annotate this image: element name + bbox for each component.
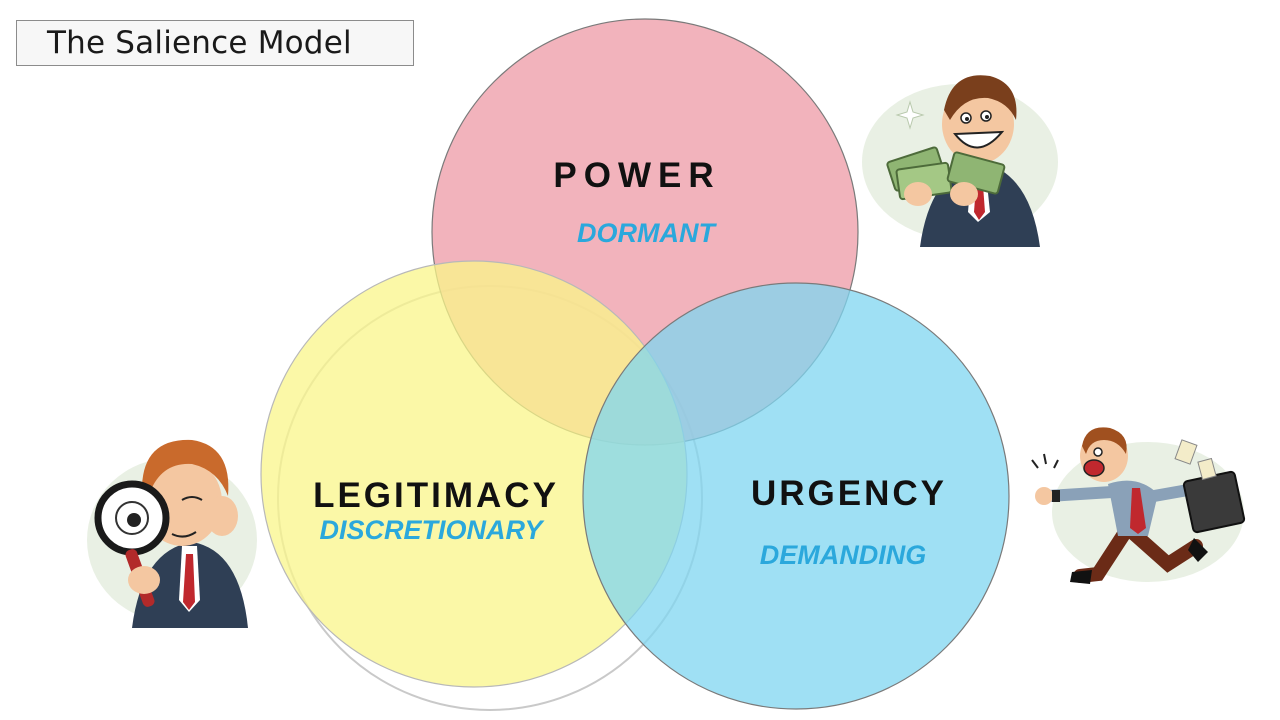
- businessman-with-money-icon: [862, 75, 1058, 247]
- demanding-label: DEMANDING: [759, 540, 927, 570]
- urgency-label: URGENCY: [750, 474, 948, 513]
- urgency-circle: [582, 282, 1010, 710]
- legitimacy-label: LEGITIMACY: [313, 476, 559, 515]
- slide-title: The Salience Model: [47, 25, 352, 61]
- title-box: The Salience Model: [16, 20, 414, 66]
- discretionary-label: DISCRETIONARY: [319, 515, 543, 545]
- businessman-with-magnifier-icon: [87, 439, 257, 628]
- power-label: POWER: [553, 156, 721, 195]
- dormant-label: DORMANT: [577, 218, 715, 248]
- businessman-running-late-icon: [1031, 427, 1246, 584]
